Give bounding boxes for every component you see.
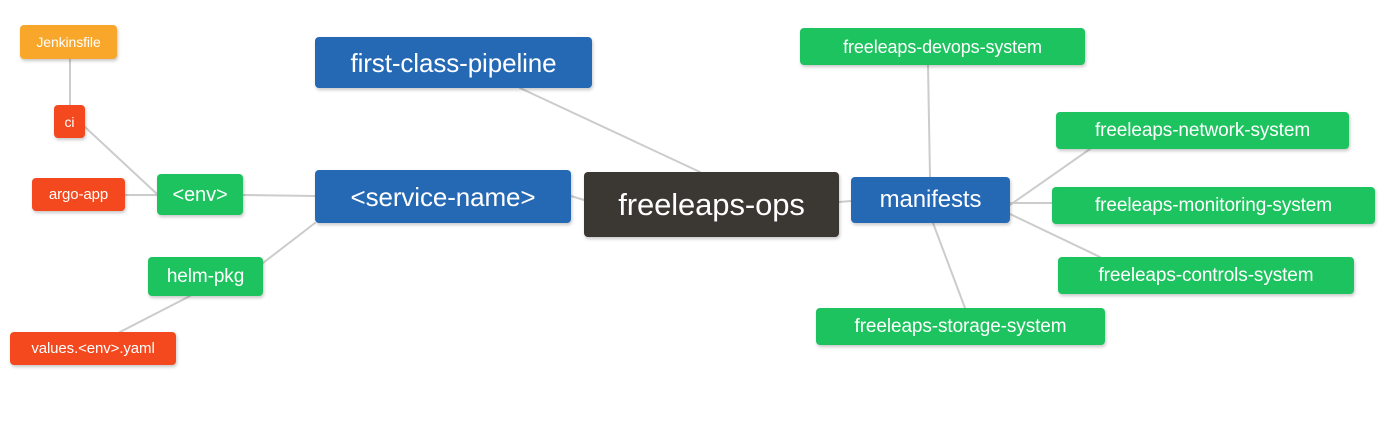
- node-freeleaps-devops-system[interactable]: freeleaps-devops-system: [800, 28, 1085, 65]
- node-label-freeleaps-monitoring-system: freeleaps-monitoring-system: [1095, 195, 1332, 216]
- node-manifests[interactable]: manifests: [851, 177, 1010, 223]
- edge-service-name-to-freeleaps-ops: [570, 195, 585, 201]
- node-label-first-class-pipeline: first-class-pipeline: [350, 47, 557, 78]
- node-label-freeleaps-ops: freeleaps-ops: [618, 187, 805, 222]
- edge-env-to-service-name: [242, 194, 316, 197]
- node-label-helm-pkg: helm-pkg: [166, 266, 245, 287]
- node-label-jenkinsfile: Jenkinsfile: [36, 34, 101, 50]
- node-freeleaps-storage-system[interactable]: freeleaps-storage-system: [816, 308, 1105, 345]
- node-label-values-env-yaml: values.<env>.yaml: [31, 340, 155, 357]
- node-env[interactable]: <env>: [157, 174, 243, 215]
- node-freeleaps-monitoring-system[interactable]: freeleaps-monitoring-system: [1052, 187, 1375, 224]
- node-ci[interactable]: ci: [54, 105, 85, 138]
- node-values-env-yaml[interactable]: values.<env>.yaml: [10, 332, 176, 365]
- node-label-manifests: manifests: [879, 186, 982, 213]
- edge-service-name-to-helm-pkg: [262, 222, 316, 264]
- edge-helm-pkg-to-values-yaml: [119, 295, 191, 333]
- edge-manifests-to-freeleaps-storage-system: [932, 222, 966, 309]
- edge-freeleaps-ops-to-manifests: [838, 200, 852, 203]
- node-label-freeleaps-devops-system: freeleaps-devops-system: [843, 36, 1042, 57]
- edge-first-class-pipeline-to-freeleaps-ops: [519, 87, 701, 173]
- node-label-service-name: <service-name>: [350, 181, 536, 212]
- node-label-env: <env>: [172, 183, 228, 206]
- node-label-freeleaps-controls-system: freeleaps-controls-system: [1098, 265, 1314, 286]
- node-label-argo-app: argo-app: [48, 186, 109, 203]
- node-label-freeleaps-storage-system: freeleaps-storage-system: [854, 316, 1067, 337]
- node-argo-app[interactable]: argo-app: [32, 178, 125, 211]
- node-label-freeleaps-network-system: freeleaps-network-system: [1094, 120, 1311, 141]
- node-label-ci: ci: [64, 113, 75, 130]
- edge-manifests-to-freeleaps-devops-system: [927, 64, 931, 178]
- node-freeleaps-ops[interactable]: freeleaps-ops: [584, 172, 839, 237]
- node-freeleaps-network-system[interactable]: freeleaps-network-system: [1056, 112, 1349, 149]
- node-jenkinsfile[interactable]: Jenkinsfile: [20, 25, 117, 59]
- node-helm-pkg[interactable]: helm-pkg: [148, 257, 263, 296]
- node-freeleaps-controls-system[interactable]: freeleaps-controls-system: [1058, 257, 1354, 294]
- node-first-class-pipeline[interactable]: first-class-pipeline: [315, 37, 592, 88]
- node-service-name[interactable]: <service-name>: [315, 170, 571, 223]
